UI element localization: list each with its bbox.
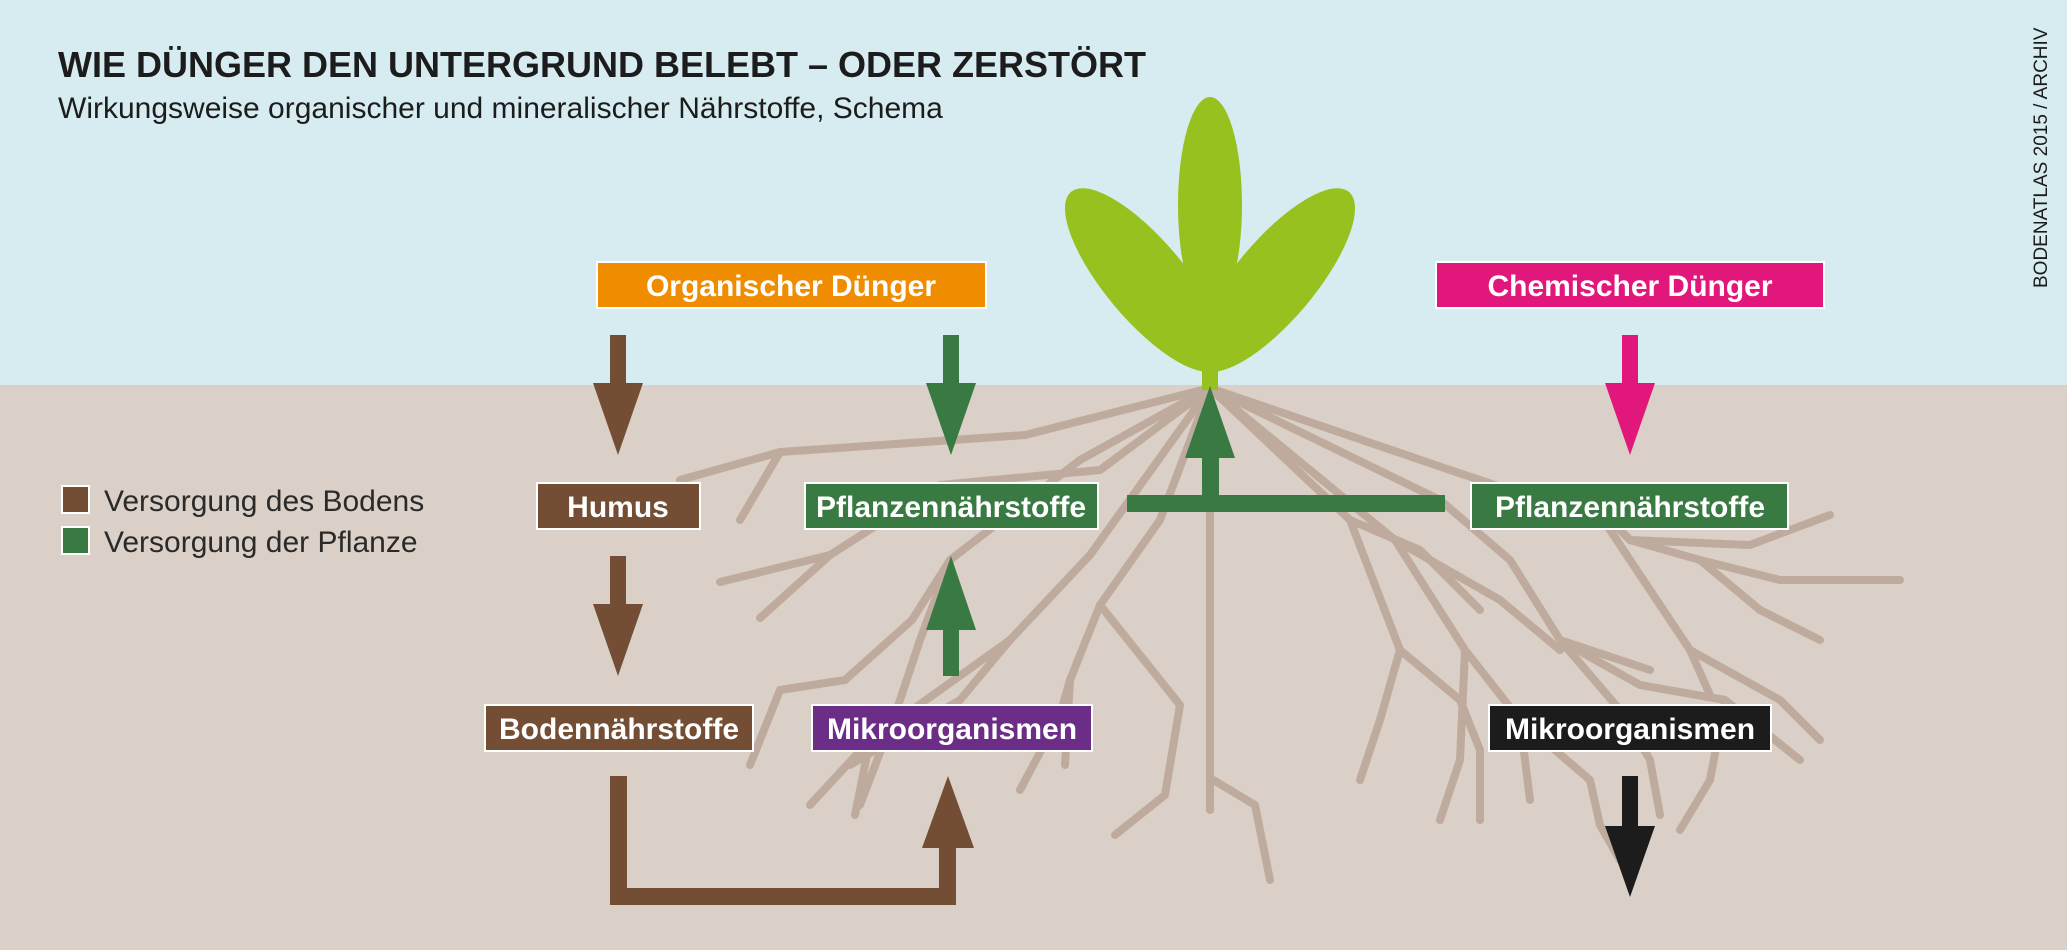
box-humus: Humus [536, 482, 701, 530]
box-plant-nutrients-right-label: Pflanzennährstoffe [1495, 491, 1765, 524]
legend: Versorgung des Bodens Versorgung der Pfl… [61, 485, 424, 559]
box-chemical-fertilizer-label: Chemischer Dünger [1487, 270, 1772, 303]
legend-label-plant: Versorgung der Pflanze [104, 526, 418, 559]
legend-swatch-plant [61, 526, 90, 555]
box-humus-label: Humus [567, 491, 669, 524]
plant [1064, 97, 1356, 390]
box-organic-fertilizer-label: Organischer Dünger [646, 270, 936, 303]
box-microorganisms-right: Mikroorganismen [1488, 704, 1772, 752]
arrow-organic-to-plant-nutrients [926, 335, 976, 455]
arrows [593, 335, 1655, 905]
box-plant-nutrients-left-label: Pflanzennährstoffe [816, 491, 1086, 524]
page-subtitle: Wirkungsweise organischer und mineralisc… [58, 92, 943, 125]
legend-label-soil: Versorgung des Bodens [104, 485, 424, 518]
box-microorganisms-left: Mikroorganismen [811, 704, 1093, 752]
arrow-soil-nutrients-to-microorganisms [610, 776, 974, 905]
box-plant-nutrients-right: Pflanzennährstoffe [1470, 482, 1789, 530]
sky-background [0, 0, 2067, 385]
box-chemical-fertilizer: Chemischer Dünger [1435, 261, 1825, 309]
page-title: WIE DÜNGER DEN UNTERGRUND BELEBT – ODER … [58, 44, 1146, 85]
soil-background [0, 385, 2067, 950]
box-soil-nutrients-label: Bodennährstoffe [499, 713, 739, 746]
source-credit: BODENATLAS 2015 / ARCHIV [2031, 27, 2052, 288]
arrow-microorganisms-to-plant-nutrients [926, 556, 976, 676]
legend-swatch-soil [61, 485, 90, 514]
box-microorganisms-right-label: Mikroorganismen [1505, 713, 1755, 746]
box-soil-nutrients: Bodennährstoffe [484, 704, 754, 752]
arrow-organic-to-humus [593, 335, 643, 455]
box-microorganisms-left-label: Mikroorganismen [827, 713, 1077, 746]
arrow-chemical-to-plant-nutrients [1605, 335, 1655, 455]
box-plant-nutrients-left: Pflanzennährstoffe [804, 482, 1099, 530]
box-organic-fertilizer: Organischer Dünger [596, 261, 987, 309]
arrow-microorganisms-to-below [1605, 776, 1655, 897]
arrow-plant-nutrients-to-plant [1127, 386, 1445, 512]
arrow-humus-to-soil-nutrients [593, 556, 643, 676]
